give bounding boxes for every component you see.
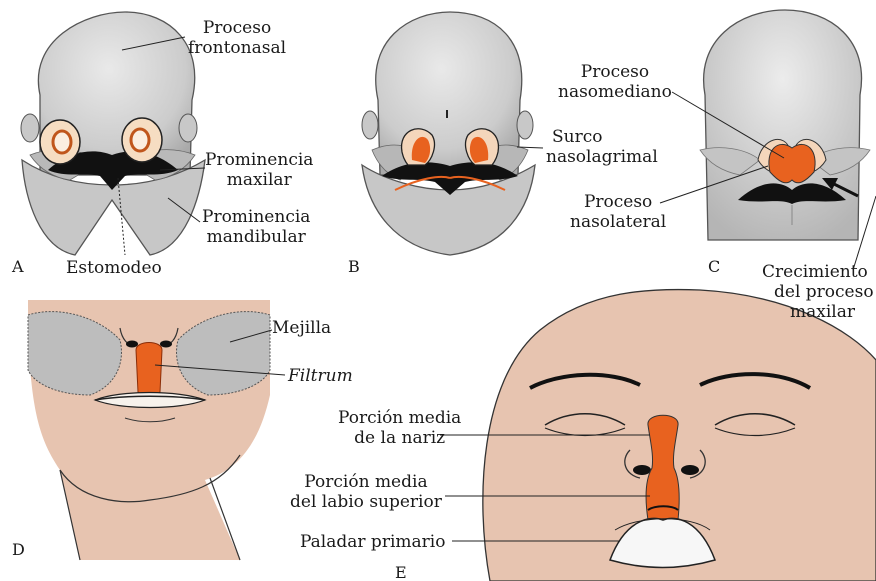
label-estomodeo: Estomodeo — [66, 258, 162, 278]
label-prominencia-mandibular: Prominencia mandibular — [202, 207, 310, 247]
label-proceso-nasolateral: Proceso nasolateral — [570, 192, 666, 232]
label-proceso-nasomediano: Proceso nasomediano — [558, 62, 672, 102]
label-surco-nasolagrimal: Surco nasolagrimal — [546, 127, 658, 167]
panel-a-drawing — [21, 12, 205, 255]
label-prominencia-maxilar: Prominencia maxilar — [205, 150, 313, 190]
panel-letter-d: D — [12, 540, 25, 559]
median-nose-lip — [646, 415, 679, 527]
philtrum — [136, 343, 162, 397]
label-porcion-media-nariz: Porción media de la nariz — [338, 408, 461, 448]
panel-letter-b: B — [348, 257, 360, 276]
label-filtrum: Filtrum — [288, 366, 353, 386]
nasal-pit-left-b — [402, 129, 435, 165]
panel-c-drawing — [660, 10, 876, 270]
label-proceso-frontonasal: Proceso frontonasal — [188, 18, 286, 58]
panel-letter-e: E — [395, 563, 407, 581]
panel-letter-a: A — [12, 257, 24, 276]
label-porcion-media-labio: Porción media del labio superior — [290, 472, 442, 512]
panel-d-drawing — [28, 300, 285, 560]
panel-e-drawing — [440, 289, 876, 581]
label-paladar-primario: Paladar primario — [300, 532, 445, 552]
label-crecimiento-proceso-maxilar: Crecimiento del proceso maxilar — [762, 262, 874, 322]
label-mejilla: Mejilla — [272, 318, 331, 338]
panel-letter-c: C — [708, 257, 720, 276]
panel-b-drawing — [362, 12, 543, 255]
nasal-placode-right — [122, 118, 162, 162]
nasal-placode-left — [40, 120, 80, 164]
nasal-pit-right-b — [466, 129, 499, 165]
